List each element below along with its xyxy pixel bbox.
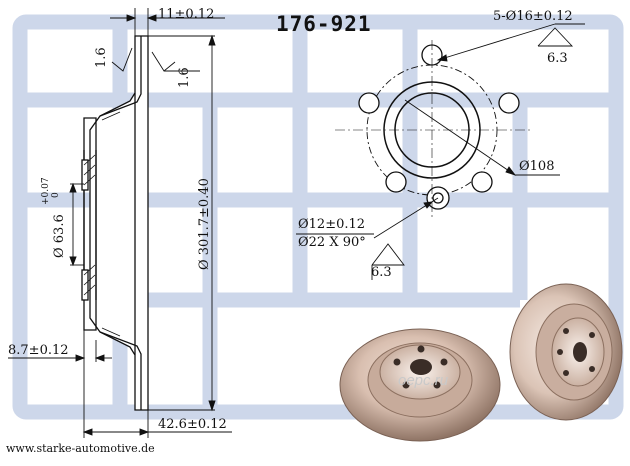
hatching — [83, 111, 121, 337]
roughness-top: 6.3 — [547, 51, 568, 66]
thickness-dimension: 11±0.12 — [158, 7, 215, 22]
bolt-holes — [358, 44, 520, 210]
watermark-brand-text: oepc.ru — [398, 372, 449, 389]
bolt-holes-dimension: 5-Ø16±0.12 — [493, 9, 573, 24]
center-hole-tolerance-lower: 0 — [51, 192, 61, 198]
website-link[interactable]: www.starke-automotive.de — [6, 442, 155, 455]
outer-diameter-dimension: Ø 301.7±0.40 — [197, 178, 212, 270]
center-hole-dimension: Ø 63.6 — [52, 214, 67, 258]
dimension-lines — [8, 8, 232, 438]
chamfer-dimension: Ø22 X 90° — [298, 235, 366, 250]
disc-photo-front — [339, 328, 501, 442]
disc-photo-side — [509, 283, 623, 421]
part-number: 176-921 — [276, 12, 372, 36]
roughness-bottom: 6.3 — [371, 265, 392, 280]
bolt-circle-dimension: Ø108 — [519, 159, 555, 174]
small-hole-dimension: Ø12±0.12 — [298, 217, 366, 232]
roughness-side-a: 1.6 — [94, 47, 109, 68]
roughness-side-b: 1.6 — [177, 67, 192, 88]
center-hole-tolerance-upper: +0.07 — [41, 177, 51, 205]
hat-offset-dimension: 8.7±0.12 — [8, 343, 69, 358]
front-view-leaders — [296, 23, 585, 280]
total-height-dimension: 42.6±0.12 — [158, 417, 227, 432]
